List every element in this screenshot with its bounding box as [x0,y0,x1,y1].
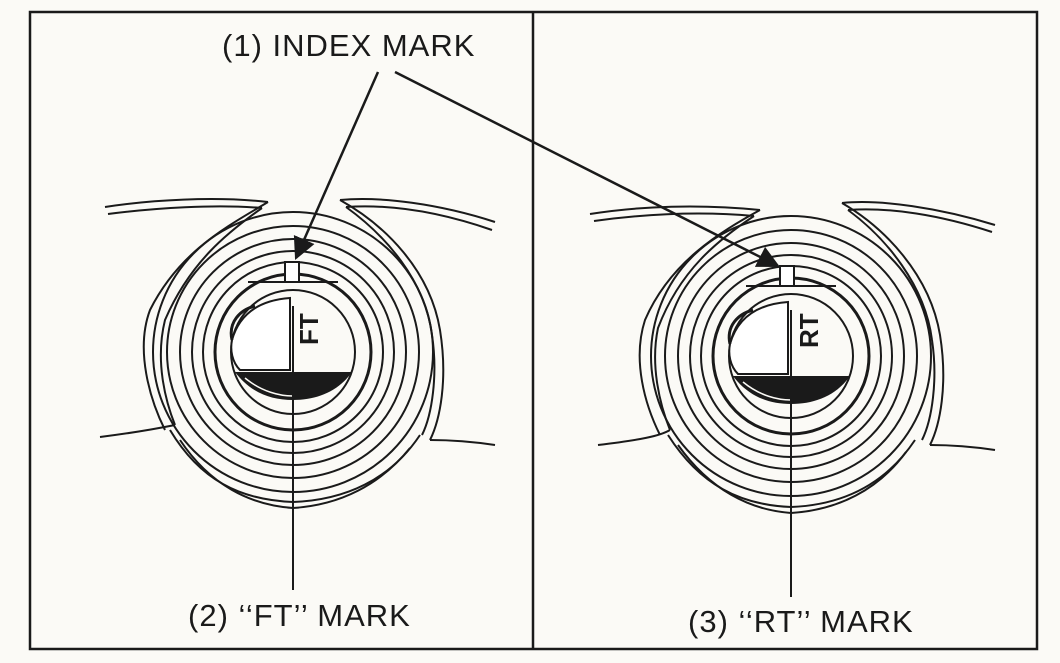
rt-mark-letters: RT [794,313,824,348]
index-leader-lines [293,70,781,268]
right-assembly [589,201,996,597]
left-assembly [99,197,496,590]
index-arrow-right [394,70,781,268]
index-arrow-left [293,71,380,261]
ft-mark-letters: FT [294,313,324,345]
ft-mark-label: (2) ‘‘FT’’ MARK [188,598,411,633]
index-mark-label: (1) INDEX MARK [222,28,476,63]
rt-mark-label: (3) ‘‘RT’’ MARK [688,604,914,639]
